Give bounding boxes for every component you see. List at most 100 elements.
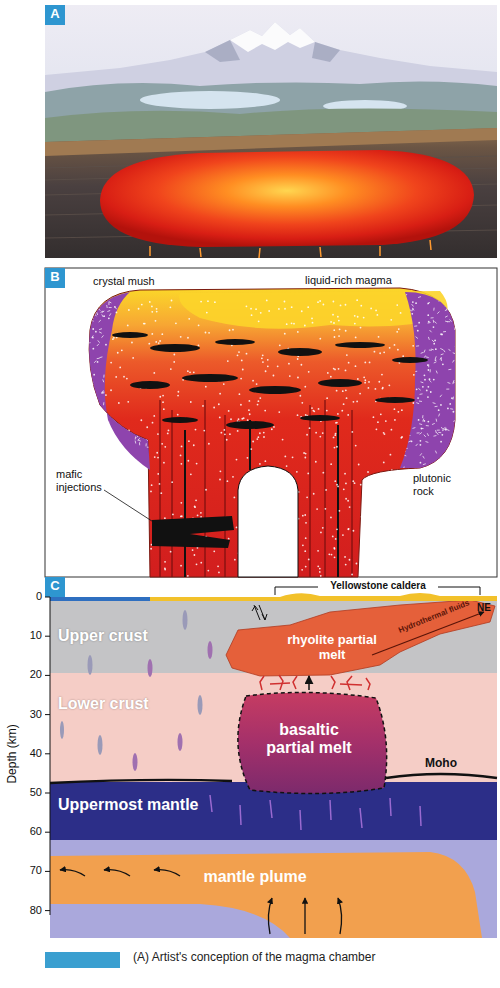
caldera-illustration <box>149 246 151 256</box>
magma-chamber-cross-section <box>423 456 425 459</box>
magma-chamber-cross-section <box>435 406 438 407</box>
magma-chamber-cross-section <box>128 309 130 311</box>
magma-chamber-cross-section <box>226 439 228 441</box>
magma-chamber-cross-section <box>180 502 182 504</box>
magma-chamber-cross-section <box>116 396 118 398</box>
magma-chamber-cross-section <box>200 301 202 303</box>
magma-chamber-cross-section <box>140 471 142 474</box>
magma-chamber-cross-section <box>219 479 221 481</box>
magma-chamber-cross-section <box>141 427 143 430</box>
magma-chamber-cross-section <box>97 410 99 412</box>
magma-chamber-cross-section <box>394 344 396 346</box>
magma-chamber-cross-section <box>158 342 160 344</box>
magma-chamber-cross-section <box>90 388 92 390</box>
magma-chamber-cross-section <box>140 357 143 359</box>
magma-chamber-cross-section <box>291 306 293 308</box>
magma-chamber-cross-section <box>140 529 142 531</box>
magma-chamber-cross-section <box>322 527 324 529</box>
magma-chamber-cross-section <box>87 378 89 380</box>
magma-chamber-cross-section <box>135 400 136 403</box>
magma-chamber-cross-section <box>176 530 178 532</box>
melt-veins <box>331 676 335 689</box>
magma-chamber-cross-section <box>113 449 116 451</box>
magma-chamber-cross-section <box>271 428 273 430</box>
magma-chamber-cross-section <box>402 407 404 410</box>
depth-axis <box>45 675 50 676</box>
magma-chamber-cross-section <box>201 538 203 540</box>
magma-chamber-cross-section <box>97 344 99 346</box>
magma-chamber-cross-section <box>441 334 443 336</box>
magma-chamber-cross-section <box>437 432 439 434</box>
magma-chamber-cross-section <box>259 397 261 399</box>
magma-chamber-cross-section <box>404 438 407 439</box>
magma-chamber-cross-section <box>258 320 260 322</box>
magma-chamber-cross-section <box>382 388 384 390</box>
magma-chamber-cross-section <box>167 432 169 434</box>
magma-chamber-cross-section <box>345 483 347 485</box>
magma-chamber-cross-section <box>156 452 158 454</box>
magma-chamber-cross-section <box>379 352 381 354</box>
caldera-illustration <box>323 100 407 112</box>
depth-axis <box>45 832 50 833</box>
magma-chamber-cross-section <box>407 330 409 332</box>
magma-chamber-cross-section <box>123 376 125 378</box>
magma-chamber-cross-section <box>347 528 349 530</box>
magma-chamber-cross-section <box>109 313 111 316</box>
magma-chamber-cross-section <box>354 315 356 317</box>
magma-chamber-cross-section <box>102 311 105 313</box>
magma-chamber-cross-section <box>435 348 437 350</box>
magma-chamber-cross-section <box>277 365 279 367</box>
magma-chamber-cross-section <box>125 571 127 573</box>
magma-chamber-cross-section <box>232 329 234 331</box>
depth-axis <box>45 871 50 872</box>
magma-chamber-cross-section <box>430 369 431 372</box>
magma-chamber-cross-section <box>345 369 347 371</box>
magma-chamber-cross-section <box>420 444 422 446</box>
caldera-illustration <box>45 5 497 258</box>
magma-chamber-cross-section <box>153 415 155 417</box>
magma-chamber-cross-section <box>253 506 255 508</box>
magma-chamber-cross-section <box>335 422 337 424</box>
magma-chamber-cross-section <box>152 422 154 424</box>
magma-chamber-cross-section <box>278 308 280 310</box>
magma-chamber-cross-section <box>445 298 448 299</box>
figure-label: liquid-rich magma <box>305 274 425 287</box>
caldera-illustration <box>45 184 497 195</box>
magma-chamber-cross-section <box>445 486 447 488</box>
magma-chamber-cross-section <box>296 499 298 501</box>
magma-chamber-cross-section <box>128 445 130 447</box>
caldera-illustration <box>45 108 497 144</box>
magma-chamber-cross-section <box>339 510 341 512</box>
magma-chamber-cross-section <box>294 543 296 545</box>
magma-chamber-cross-section <box>164 569 166 571</box>
magma-chamber-cross-section <box>264 460 266 462</box>
magma-chamber-cross-section <box>381 525 383 527</box>
magma-chamber-cross-section <box>452 382 454 384</box>
magma-chamber-cross-section <box>98 308 100 310</box>
magma-chamber-cross-section <box>86 426 89 428</box>
magma-chamber-cross-section <box>138 438 140 440</box>
magma-chamber-cross-section <box>45 268 497 577</box>
magma-chamber-cross-section <box>456 442 457 445</box>
figure-label: 30 <box>18 708 42 721</box>
magma-chamber-cross-section <box>122 545 124 547</box>
magma-chamber-cross-section <box>360 327 362 329</box>
magma-chamber-cross-section <box>268 310 270 312</box>
magma-chamber-cross-section <box>122 421 125 422</box>
mantle-streaks <box>420 806 421 826</box>
magma-chamber-cross-section <box>396 304 398 306</box>
magma-chamber-cross-section <box>435 430 437 433</box>
magma-chamber-cross-section <box>101 450 104 452</box>
magma-chamber-cross-section <box>249 420 251 470</box>
magma-chamber-cross-section <box>151 333 153 335</box>
magma-chamber-cross-section <box>237 420 239 422</box>
magma-chamber-cross-section <box>432 499 434 501</box>
magma-chamber-cross-section <box>105 463 106 466</box>
magma-chamber-cross-section <box>281 545 283 547</box>
magma-chamber-cross-section <box>368 381 370 383</box>
magma-chamber-cross-section <box>450 319 452 321</box>
magma-chamber-cross-section <box>226 421 274 429</box>
magma-chamber-cross-section <box>237 354 239 356</box>
magma-chamber-cross-section <box>372 564 374 566</box>
magma-chamber-cross-section <box>446 308 448 310</box>
